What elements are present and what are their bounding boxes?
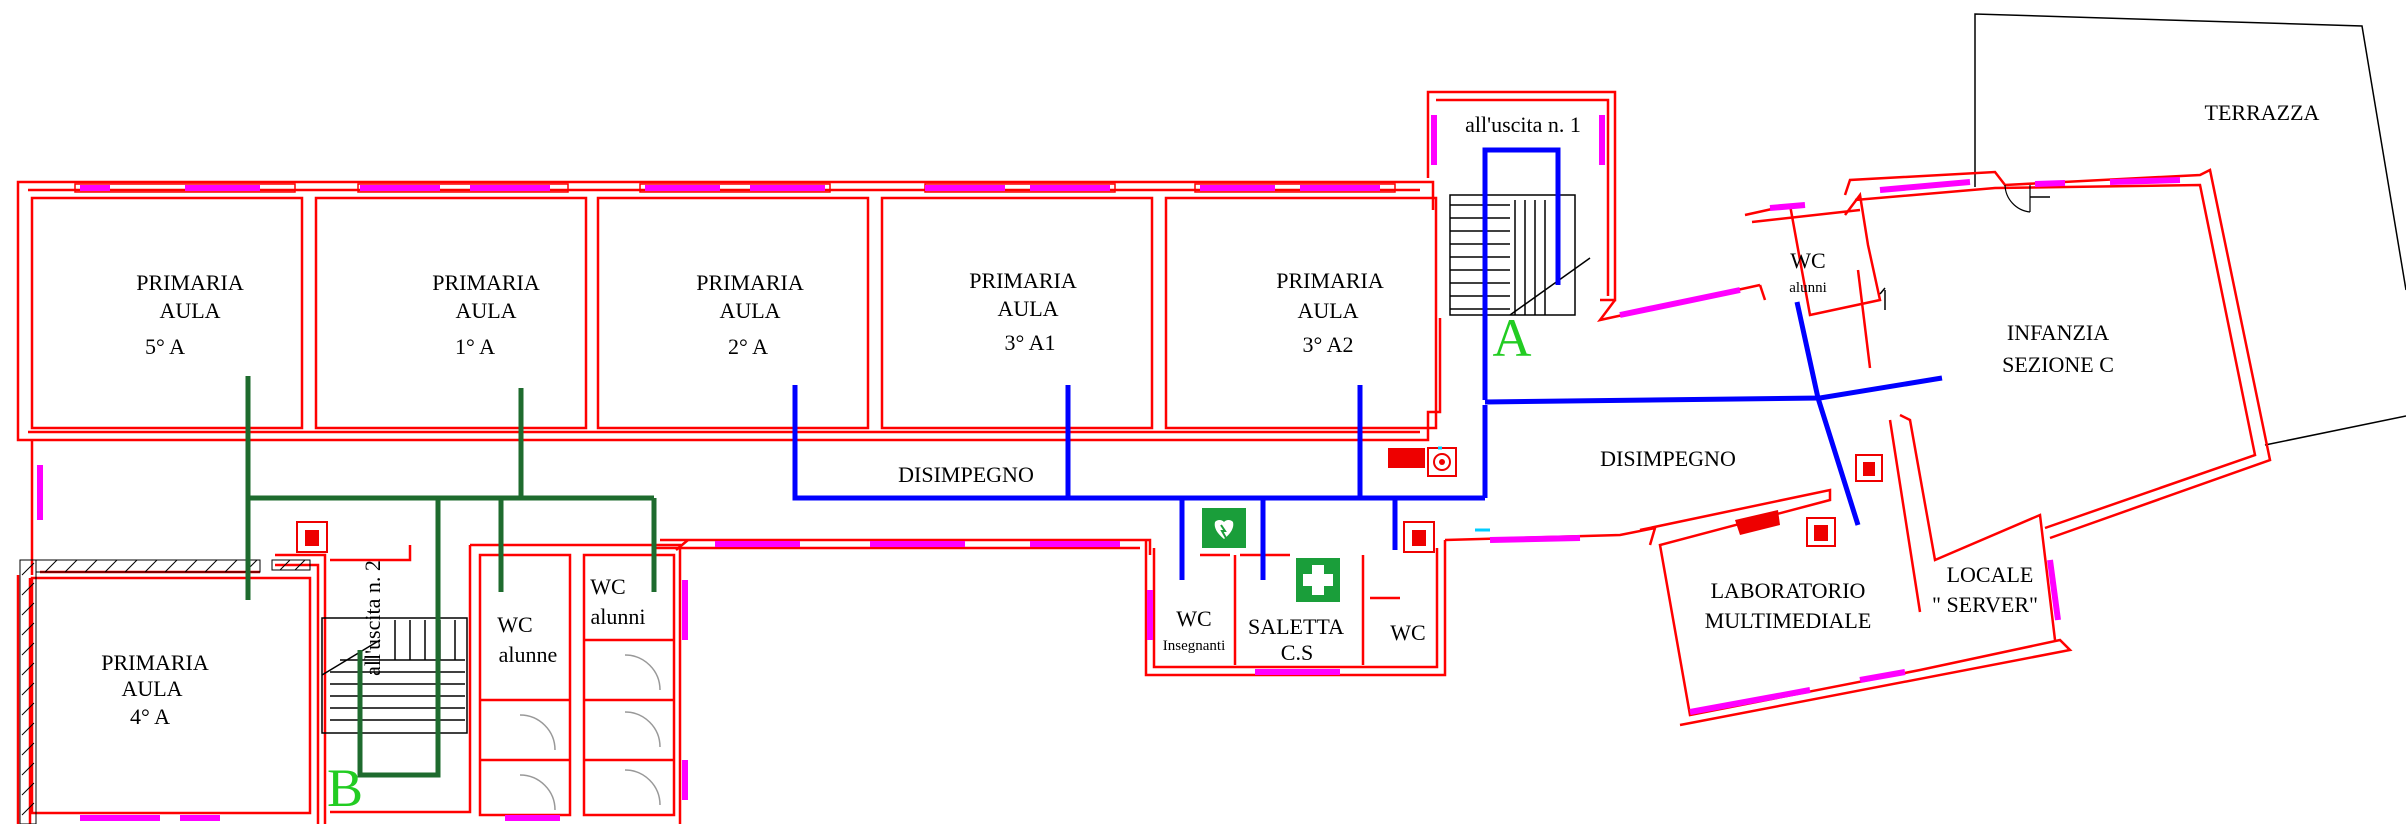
room-label-5a-line1: PRIMARIA: [136, 270, 244, 295]
room-label-2a-line3: 2° A: [728, 334, 768, 359]
classroom-walls: [30, 196, 1438, 430]
exit-1-label: all'uscita n. 1: [1465, 112, 1581, 137]
room-label-3a1-line1: PRIMARIA: [969, 268, 1077, 293]
fire-extinguisher-icon: [1855, 454, 1883, 482]
wc-alunni-right-label-line1: WC: [1790, 248, 1825, 273]
exit-labels: all'uscita n. 1 all'uscita n. 2 A B: [327, 112, 1581, 818]
server-label-line1: LOCALE: [1947, 562, 2034, 587]
stairs-exit-1: [1449, 194, 1591, 316]
terrazza-label: TERRAZZA: [2205, 100, 2320, 125]
fire-extinguisher-icon: [296, 521, 328, 553]
defibrillator-icon: [1202, 508, 1246, 548]
doors: [519, 184, 2031, 811]
wc-label-center: WC: [1390, 620, 1425, 645]
hatched-walls: [19, 559, 311, 824]
wc-alunni-left-label-line2: alunni: [591, 604, 646, 629]
room-label-1a-line2: AULA: [455, 298, 516, 323]
wc-alunni-left-label-line1: WC: [590, 574, 625, 599]
room-label-3a1-line3: 3° A1: [1005, 330, 1056, 355]
exit-marker-b: B: [327, 758, 363, 818]
infanzia-label-line1: INFANZIA: [2007, 320, 2109, 345]
stairs-exit-2: [321, 617, 468, 734]
saletta-label-line1: SALETTA: [1248, 614, 1344, 639]
fire-extinguisher-icon: [1403, 521, 1435, 553]
corridor-label-east: DISIMPEGNO: [1600, 446, 1736, 471]
room-label-3a2-line1: PRIMARIA: [1276, 268, 1384, 293]
walls: [16, 90, 2272, 824]
room-labels: PRIMARIA AULA 5° A PRIMARIA AULA 1° A PR…: [101, 100, 2319, 729]
wc-alunni-right-label-line2: alunni: [1789, 280, 1827, 296]
server-label-line2: " SERVER": [1932, 592, 2038, 617]
route-a: [792, 147, 1943, 580]
room-label-3a1-line2: AULA: [997, 296, 1058, 321]
fire-extinguisher-icon: [1806, 517, 1836, 547]
laboratorio-label-line2: MULTIMEDIALE: [1705, 608, 1872, 633]
wc-alunne-label-line1: WC: [497, 612, 532, 637]
room-label-5a-line3: 5° A: [145, 334, 185, 359]
stair-arrow-icon: [1879, 196, 2050, 310]
room-label-1a-line1: PRIMARIA: [432, 270, 540, 295]
first-aid-icon: [1296, 558, 1340, 602]
room-label-3a2-line2: AULA: [1297, 298, 1358, 323]
infanzia-label-line2: SEZIONE C: [2002, 352, 2114, 377]
room-label-3a2-line3: 3° A2: [1303, 332, 1354, 357]
fire-hydrant-icon: [1735, 510, 1780, 535]
route-b: [245, 376, 657, 778]
terrazza-area: [1974, 13, 2406, 446]
laboratorio-label-line1: LABORATORIO: [1711, 578, 1866, 603]
wc-insegnanti-label-line1: WC: [1176, 606, 1211, 631]
room-label-4a-line3: 4° A: [130, 704, 170, 729]
fire-hydrant-icon: [1388, 447, 1457, 477]
room-label-5a-line2: AULA: [159, 298, 220, 323]
room-label-4a-line1: PRIMARIA: [101, 650, 209, 675]
corridor-label-west: DISIMPEGNO: [898, 462, 1034, 487]
windows: [37, 115, 2181, 821]
saletta-label-line2: C.S: [1281, 640, 1313, 665]
room-label-2a-line2: AULA: [719, 298, 780, 323]
exit-2-label: all'uscita n. 2: [360, 560, 385, 676]
room-label-2a-line1: PRIMARIA: [696, 270, 804, 295]
wc-insegnanti-label-line2: Insegnanti: [1163, 638, 1225, 654]
room-label-1a-line3: 1° A: [455, 334, 495, 359]
room-label-4a-line2: AULA: [121, 676, 182, 701]
wc-alunne-label-line2: alunne: [499, 642, 558, 667]
exit-marker-a: A: [1493, 308, 1532, 368]
